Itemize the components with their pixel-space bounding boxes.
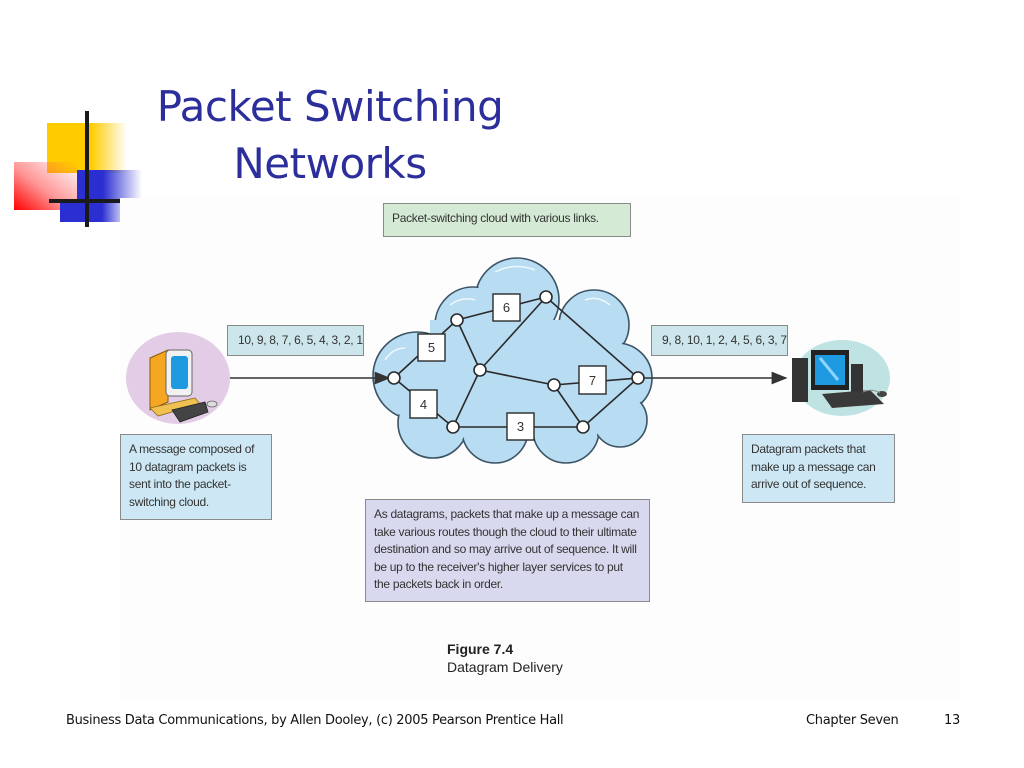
packet-3: 3 [506, 412, 535, 441]
cloud-label-box: Packet-switching cloud with various link… [383, 203, 631, 237]
packet-6-label: 6 [503, 300, 510, 315]
receiver-computer-icon [792, 340, 890, 416]
slide-logo [0, 100, 150, 235]
entry-node [387, 371, 401, 385]
link [582, 377, 639, 428]
logo-blue-block [60, 201, 120, 222]
slide-title-line-2: Networks [233, 139, 427, 188]
receiver-note-box: Datagram packets that make up a message … [742, 434, 895, 503]
link [456, 319, 481, 371]
sender-computer-icon [126, 332, 230, 424]
sender-note-box: A message composed of 10 datagram packet… [120, 434, 272, 520]
receiver-sequence-box: 9, 8, 10, 1, 2, 4, 5, 6, 3, 7 [651, 325, 788, 356]
slide-title: Packet Switching Networks [130, 78, 530, 192]
route-note-box: As datagrams, packets that make up a mes… [365, 499, 650, 602]
exit-node [631, 371, 645, 385]
packet-5-label: 5 [428, 340, 435, 355]
footer-chapter: Chapter Seven [806, 713, 899, 728]
slide-number: 13 [944, 713, 960, 728]
footer-citation: Business Data Communications, by Allen D… [66, 713, 564, 728]
packet-4: 4 [409, 389, 438, 419]
switch-node [576, 420, 590, 434]
switch-node [446, 420, 460, 434]
switch-node [450, 313, 464, 327]
link [479, 369, 555, 386]
sender-sequence-box: 10, 9, 8, 7, 6, 5, 4, 3, 2, 1 [227, 325, 364, 356]
switch-node [539, 290, 553, 304]
packet-7: 7 [578, 365, 607, 395]
packet-5: 5 [417, 333, 446, 362]
link [452, 369, 481, 428]
logo-vertical-line [85, 111, 89, 227]
figure-title: Datagram Delivery [447, 659, 563, 675]
switch-node [473, 363, 487, 377]
packet-4-label: 4 [420, 397, 427, 412]
slide-title-line-1: Packet Switching [156, 82, 504, 131]
figure-caption: Figure 7.4 Datagram Delivery [447, 640, 563, 676]
link [553, 384, 584, 428]
packet-3-label: 3 [517, 419, 524, 434]
link [479, 296, 547, 371]
link [545, 296, 639, 379]
packet-6: 6 [492, 293, 521, 322]
figure-number: Figure 7.4 [447, 641, 514, 657]
logo-horizontal-line [49, 199, 120, 203]
packet-7-label: 7 [589, 373, 596, 388]
switch-node [547, 378, 561, 392]
